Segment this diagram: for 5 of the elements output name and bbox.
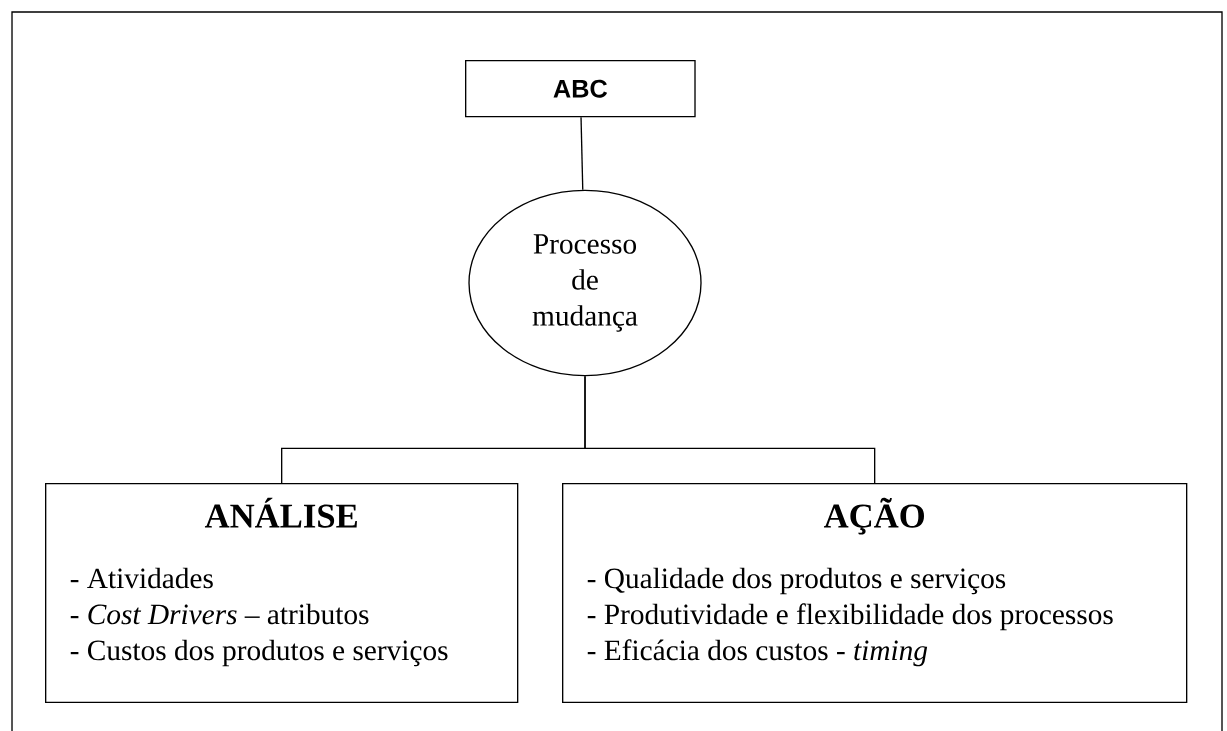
connector <box>584 375 876 484</box>
connector <box>580 116 584 191</box>
content-box: AÇÃO - Qualidade dos produtos e serviços - Produtividade e flexibilidade dos processos - Eficácia dos custos - timing <box>562 483 1188 703</box>
content-box: ANÁLISE - Atividades - Cost Drivers – atributos - Custos dos produtos e serviços <box>45 483 519 703</box>
title-box: ABC <box>465 60 696 118</box>
